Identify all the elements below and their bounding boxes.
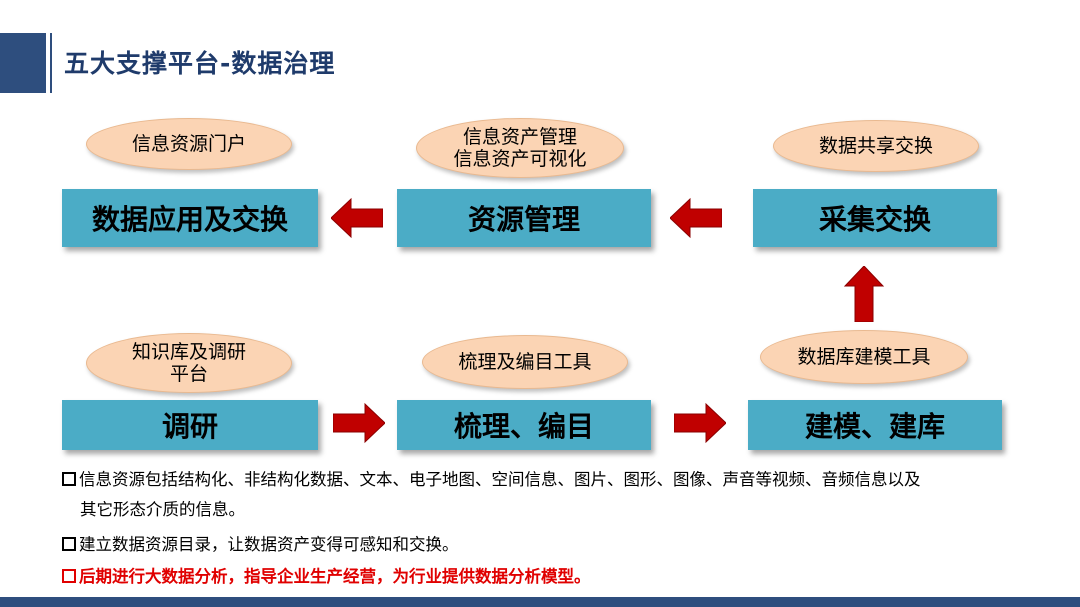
bubble-knowledge-line2: 平台 <box>169 363 208 385</box>
footer-bar <box>0 597 1080 607</box>
bubble-share-text: 数据共享交换 <box>818 135 933 157</box>
bubble-share: 数据共享交换 <box>773 120 979 172</box>
title-accent-line <box>50 33 52 93</box>
box-app-exchange: 数据应用及交换 <box>62 189 318 247</box>
bullet-1-line1: 信息资源包括结构化、非结构化数据、文本、电子地图、空间信息、图片、图形、图像、声… <box>62 466 921 490</box>
bullet-2-text: 建立数据资源目录，让数据资产变得可感知和交换。 <box>79 535 459 554</box>
arrow-right-2 <box>674 402 726 444</box>
bullet-1-line2: 其它形态介质的信息。 <box>80 496 245 520</box>
box-collect-exchange: 采集交换 <box>753 189 997 247</box>
arrow-left-2 <box>670 197 722 239</box>
bubble-model-tool: 数据库建模工具 <box>760 330 968 384</box>
arrow-right-1 <box>333 402 385 444</box>
box-asset-mgmt: 资源管理 <box>397 189 651 247</box>
bullet-1-text-cont: 其它形态介质的信息。 <box>80 500 245 519</box>
bubble-catalog-tool: 梳理及编目工具 <box>422 335 628 389</box>
arrow-up <box>843 266 885 322</box>
bubble-knowledge-line1: 知识库及调研 <box>131 341 246 363</box>
bubble-portal: 信息资源门户 <box>86 118 292 170</box>
box-model-build: 建模、建库 <box>748 400 1002 450</box>
bubble-catalog-tool-text: 梳理及编目工具 <box>458 351 592 373</box>
bullet-3-text: 后期进行大数据分析，指导企业生产经营，为行业提供数据分析模型。 <box>79 567 591 586</box>
bubble-asset-line1: 信息资产管理 <box>462 126 577 148</box>
bubble-knowledge: 知识库及调研 平台 <box>86 333 292 393</box>
title-accent-bar <box>0 33 46 93</box>
bullet-square-icon <box>62 472 76 486</box>
page-title: 五大支撑平台-数据治理 <box>64 49 336 78</box>
bubble-portal-text: 信息资源门户 <box>131 133 246 155</box>
box-sort-catalog: 梳理、编目 <box>397 400 651 450</box>
bubble-asset: 信息资产管理 信息资产可视化 <box>416 118 624 178</box>
bullet-2: 建立数据资源目录，让数据资产变得可感知和交换。 <box>62 531 459 555</box>
bullet-square-icon <box>62 537 76 551</box>
bubble-model-tool-text: 数据库建模工具 <box>797 346 931 368</box>
arrow-left-1 <box>331 197 383 239</box>
box-research: 调研 <box>62 400 318 450</box>
bullet-3: 后期进行大数据分析，指导企业生产经营，为行业提供数据分析模型。 <box>62 563 591 587</box>
bullet-1-text: 信息资源包括结构化、非结构化数据、文本、电子地图、空间信息、图片、图形、图像、声… <box>79 470 921 489</box>
bubble-asset-line2: 信息资产可视化 <box>453 148 587 170</box>
bullet-square-icon <box>62 569 76 583</box>
